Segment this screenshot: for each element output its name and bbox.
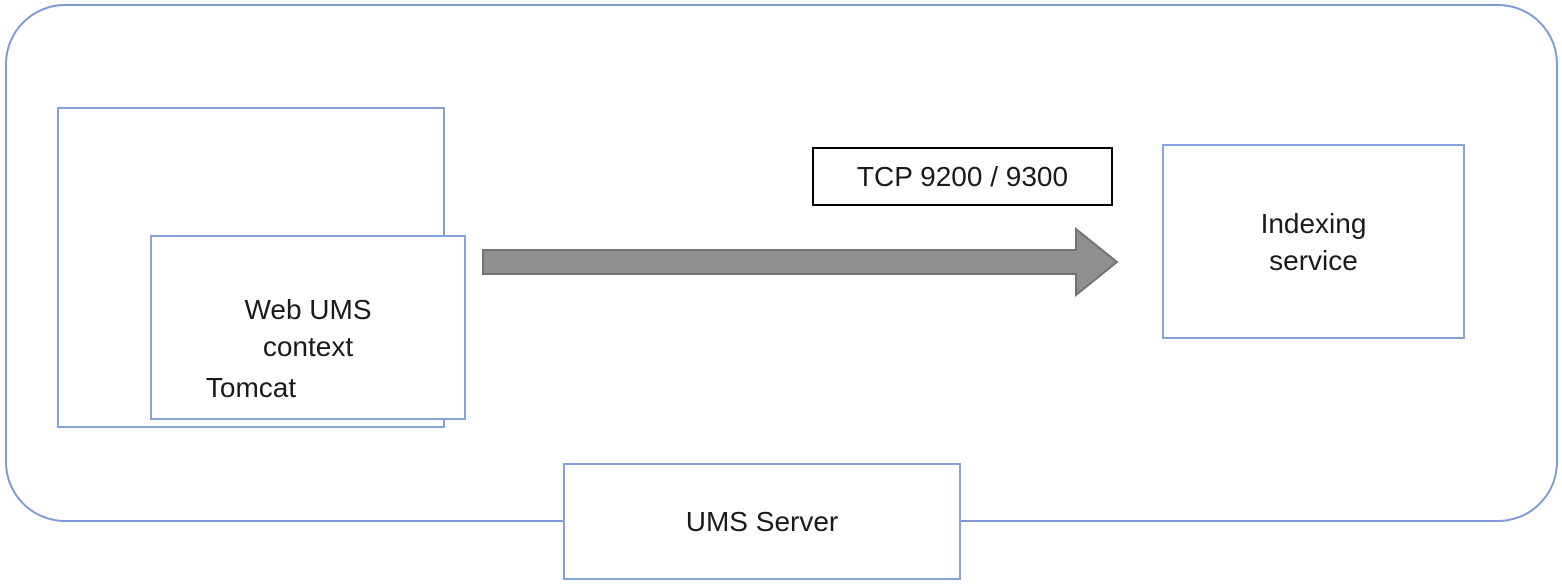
tomcat-label: Tomcat: [205, 372, 297, 403]
tomcat-box: Web UMS context Tomcat: [57, 107, 466, 428]
tcp-port-label: TCP 9200 / 9300: [812, 147, 1113, 206]
flow-arrow-icon: [482, 227, 1119, 297]
indexing-service-box: Indexing service: [1162, 144, 1465, 339]
ums-server-label-box: UMS Server: [563, 463, 961, 580]
web-ums-context-box: Web UMS context: [150, 235, 466, 420]
